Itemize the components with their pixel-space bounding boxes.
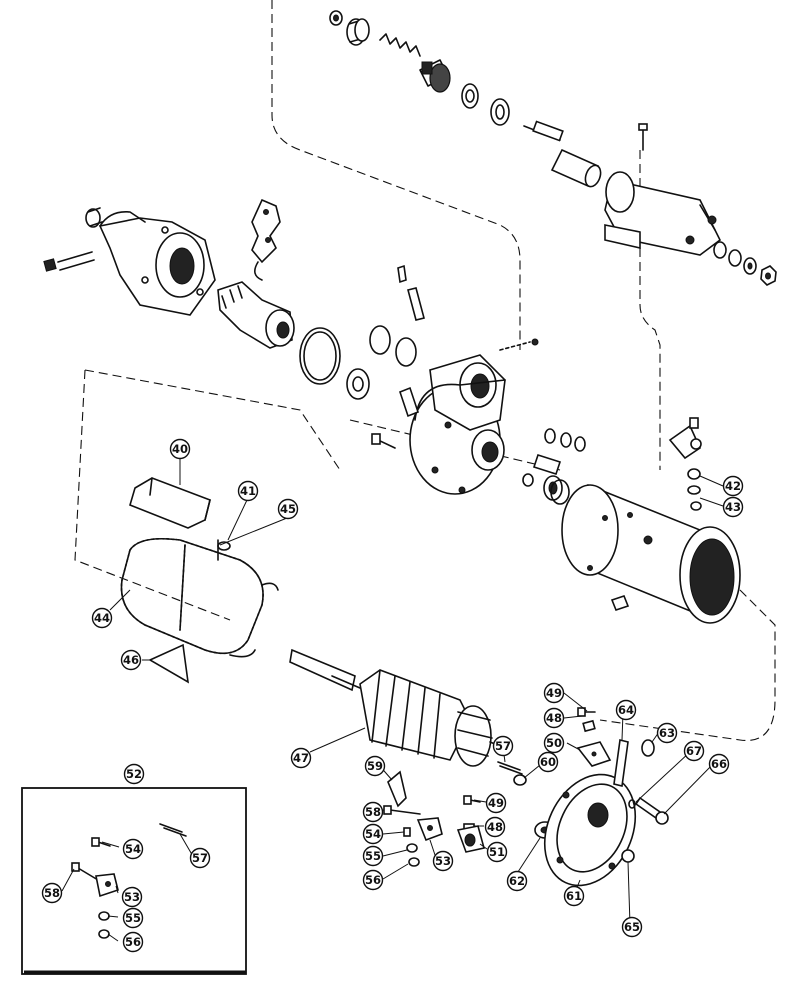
svg-text:58: 58: [365, 805, 381, 819]
svg-text:63: 63: [659, 726, 675, 740]
callout-50: 50: [543, 732, 565, 754]
svg-text:56: 56: [125, 935, 141, 949]
callout-58: 58: [362, 801, 384, 823]
callout-62: 62: [506, 870, 528, 892]
callout-59: 59: [364, 755, 386, 777]
callout-54-kit: 54: [122, 838, 144, 860]
svg-text:52: 52: [126, 767, 142, 781]
armature: [289, 648, 511, 767]
svg-text:40: 40: [172, 442, 188, 456]
callout-47: 47: [290, 747, 312, 769]
svg-text:61: 61: [566, 889, 582, 903]
callout-64: 64: [615, 699, 637, 721]
svg-text:51: 51: [489, 845, 505, 859]
callout-48-upper: 48: [543, 707, 565, 729]
svg-text:42: 42: [725, 479, 741, 493]
svg-text:49: 49: [546, 686, 562, 700]
svg-text:54: 54: [125, 842, 141, 856]
svg-text:62: 62: [509, 874, 525, 888]
callout-57-kit: 57: [189, 847, 211, 869]
svg-text:47: 47: [293, 751, 309, 765]
svg-text:60: 60: [540, 755, 556, 769]
callout-67: 67: [683, 740, 705, 762]
callout-53-kit: 53: [121, 886, 143, 908]
callout-54: 54: [362, 823, 384, 845]
svg-text:57: 57: [495, 739, 511, 753]
callout-61: 61: [563, 885, 585, 907]
svg-text:56: 56: [365, 873, 381, 887]
center-frame: [371, 338, 586, 505]
callout-66: 66: [708, 753, 730, 775]
solenoid-parts: [329, 10, 777, 286]
callout-46: 46: [120, 649, 142, 671]
svg-text:46: 46: [123, 653, 139, 667]
field-coil-assembly: [120, 477, 279, 684]
commutator-end-parts: [383, 707, 669, 887]
svg-text:66: 66: [711, 757, 727, 771]
callout-49-upper: 49: [543, 682, 565, 704]
svg-text:55: 55: [365, 849, 381, 863]
callout-56-kit: 56: [122, 931, 144, 953]
svg-text:64: 64: [618, 703, 634, 717]
callout-57: 57: [492, 735, 514, 757]
svg-text:44: 44: [94, 611, 110, 625]
svg-text:50: 50: [546, 736, 562, 750]
callout-58-kit: 58: [41, 882, 63, 904]
callout-52: 52: [123, 763, 145, 785]
field-frame: [561, 417, 741, 624]
svg-text:45: 45: [280, 502, 296, 516]
callout-51: 51: [486, 841, 508, 863]
callout-60: 60: [537, 751, 559, 773]
callout-55-kit: 55: [122, 907, 144, 929]
svg-text:59: 59: [367, 759, 383, 773]
svg-text:58: 58: [44, 886, 60, 900]
callout-53: 53: [432, 850, 454, 872]
callout-49-lower: 49: [485, 792, 507, 814]
callout-45: 45: [277, 498, 299, 520]
callout-40: 40: [169, 438, 191, 460]
svg-text:41: 41: [240, 484, 256, 498]
callout-44: 44: [91, 607, 113, 629]
callout-48-lower: 48: [484, 816, 506, 838]
svg-text:48: 48: [487, 820, 503, 834]
svg-text:54: 54: [365, 827, 381, 841]
svg-text:43: 43: [725, 500, 741, 514]
callout-65: 65: [621, 916, 643, 938]
callout-41: 41: [237, 480, 259, 502]
callout-43: 43: [722, 496, 744, 518]
callout-56: 56: [362, 869, 384, 891]
svg-text:55: 55: [125, 911, 141, 925]
svg-text:67: 67: [686, 744, 702, 758]
svg-text:53: 53: [435, 854, 451, 868]
drive-housing-parts: [43, 198, 425, 400]
svg-text:53: 53: [124, 890, 140, 904]
svg-text:48: 48: [546, 711, 562, 725]
svg-text:57: 57: [192, 851, 208, 865]
svg-text:65: 65: [624, 920, 640, 934]
callout-42: 42: [722, 475, 744, 497]
svg-text:49: 49: [488, 796, 504, 810]
callout-55: 55: [362, 845, 384, 867]
assembly-dashed-lines: [74, 0, 776, 742]
callout-63: 63: [656, 722, 678, 744]
